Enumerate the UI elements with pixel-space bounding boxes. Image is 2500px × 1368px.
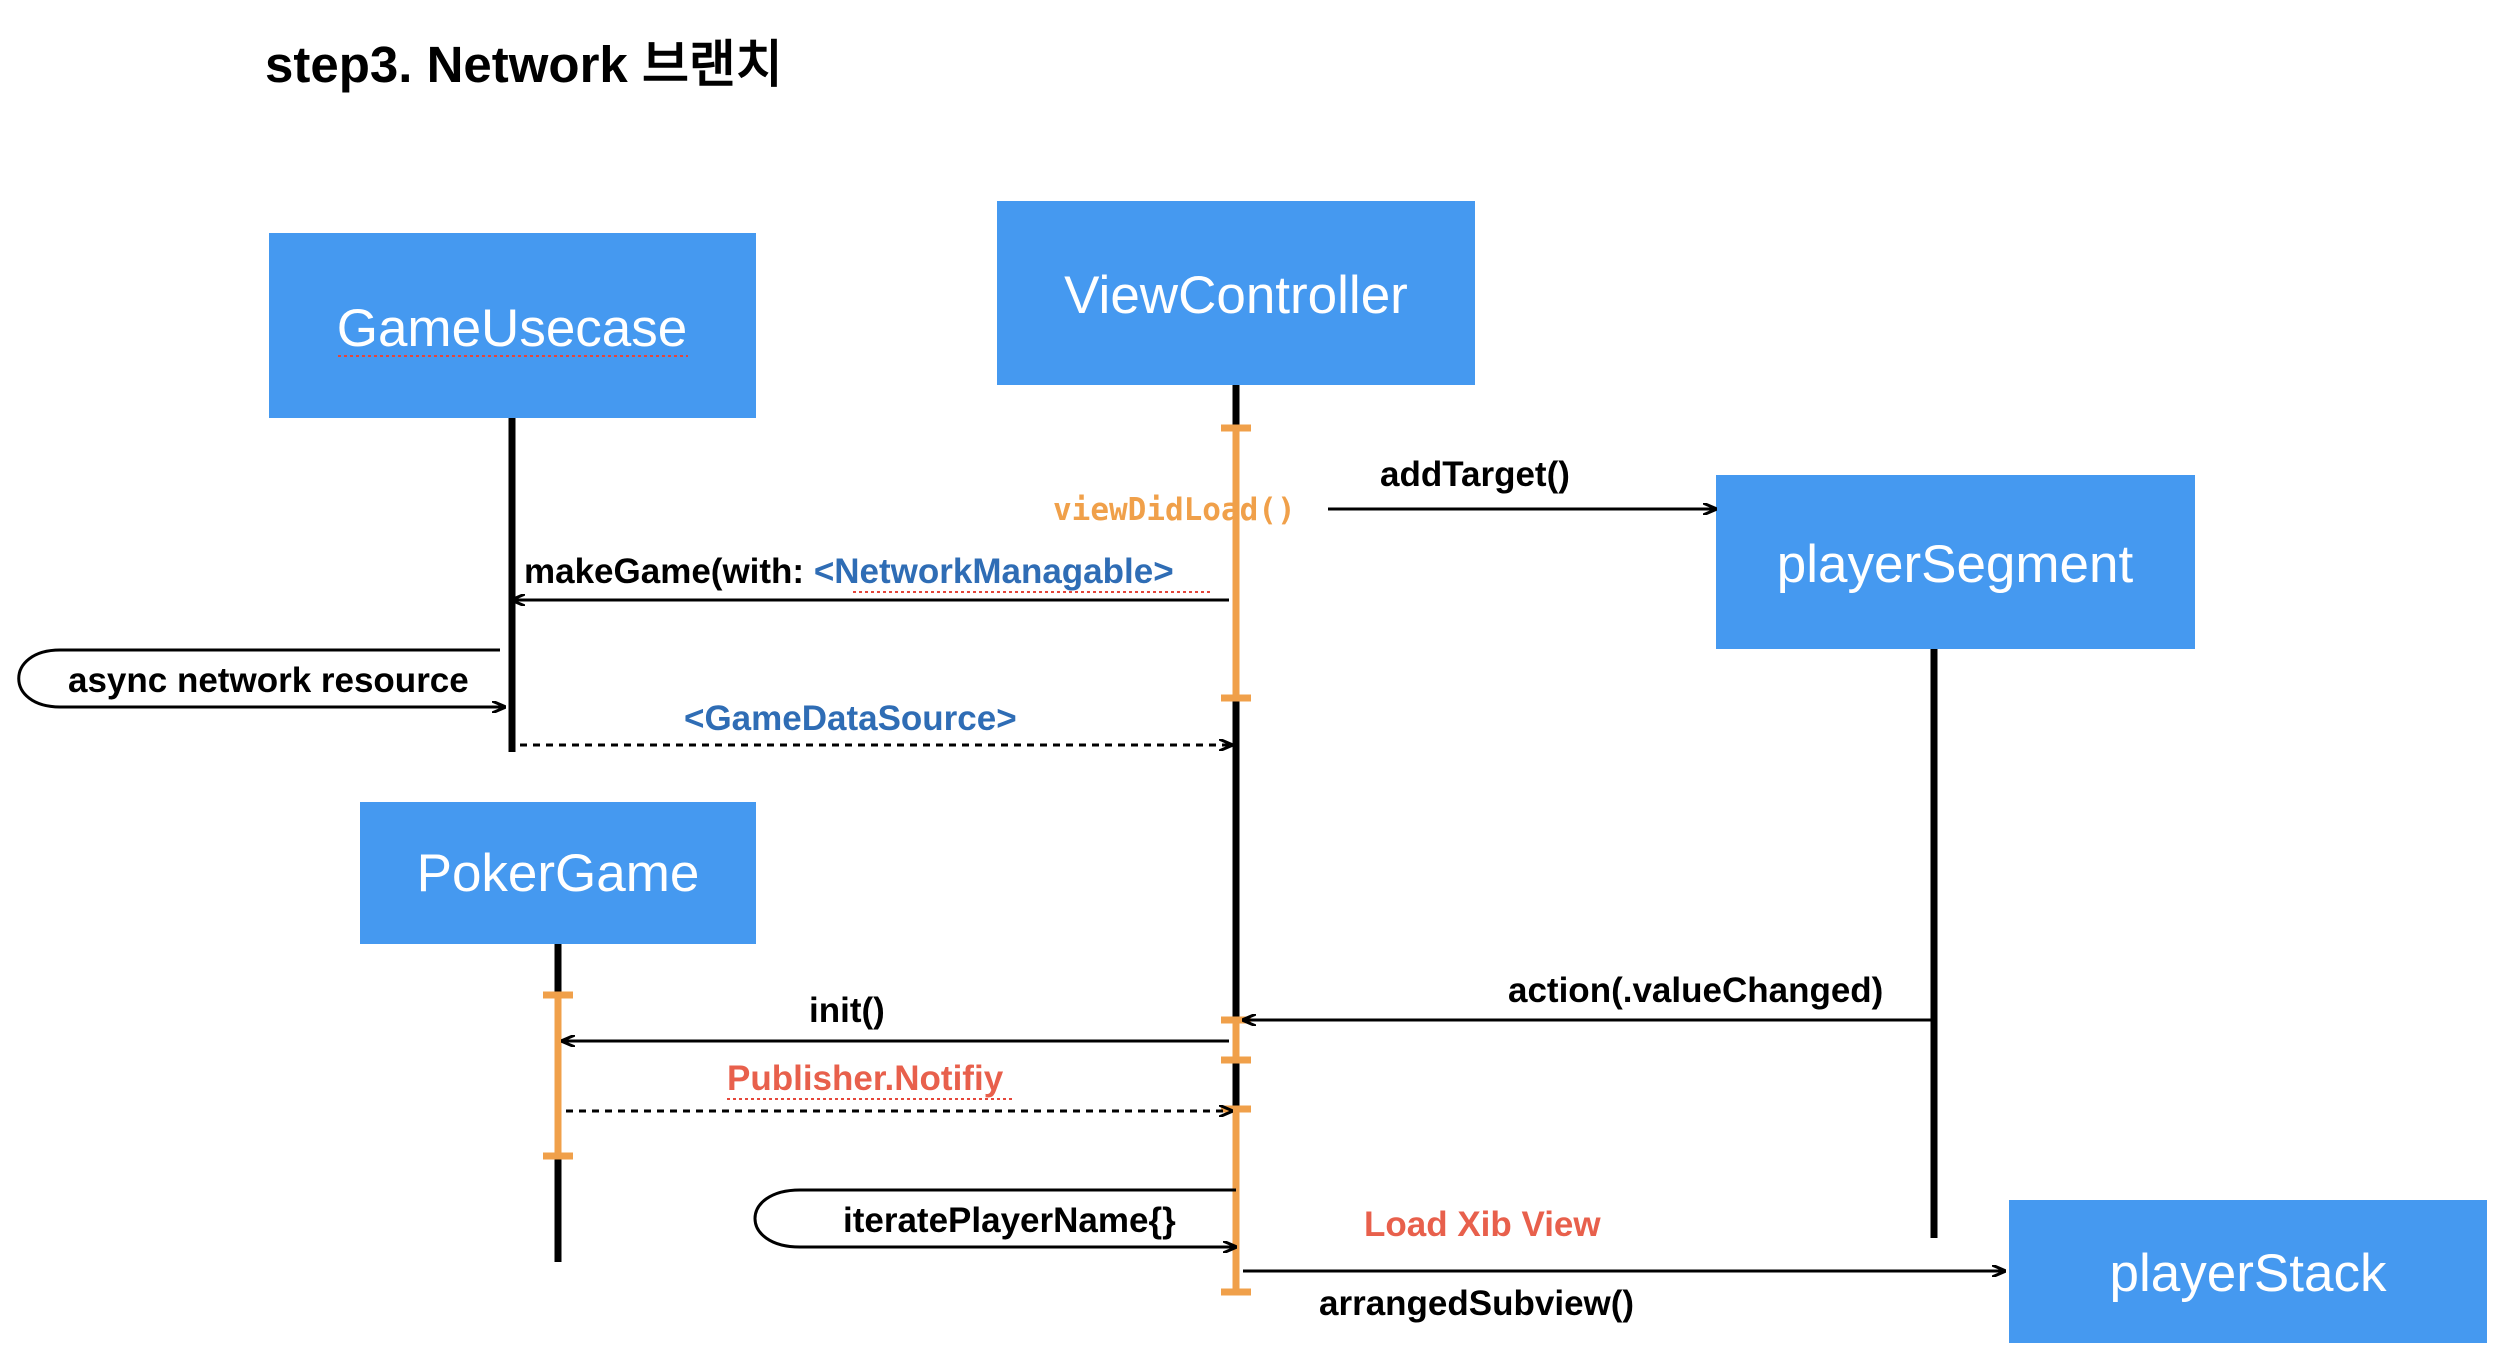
view-did-load-label: viewDidLoad() xyxy=(1053,492,1296,528)
view-controller-box: ViewController xyxy=(997,201,1475,385)
view-controller-activation-3 xyxy=(1221,1105,1251,1296)
iterate-player-name-loop xyxy=(753,1188,1236,1247)
iterate-player-name-label: iteratePlayerName{} xyxy=(843,1201,1176,1240)
async-resource-loop xyxy=(17,648,505,707)
make-game-label: makeGame(with: <NetworkManagable> xyxy=(524,552,1174,591)
arranged-subview-label: arrangedSubview() xyxy=(1319,1284,1634,1323)
view-controller-activation-1 xyxy=(1221,424,1251,702)
poker-game-box: PokerGame xyxy=(360,802,756,944)
async-resource-label: async network resource xyxy=(68,661,469,700)
game-data-source-label: <GameDataSource> xyxy=(684,699,1017,738)
add-target-label: addTarget() xyxy=(1380,455,1570,494)
view-controller-label: ViewController xyxy=(1064,266,1408,325)
player-stack-box: playerStack xyxy=(2009,1200,2487,1343)
init-label: init() xyxy=(809,991,885,1030)
publisher-notify-label: Publisher.Notifiy xyxy=(727,1059,1004,1098)
player-stack-label: playerStack xyxy=(2110,1244,2387,1303)
poker-game-label: PokerGame xyxy=(417,844,700,903)
action-value-changed-label: action(.valueChanged) xyxy=(1508,971,1883,1010)
game-usecase-label: GameUsecase xyxy=(337,299,688,358)
make-game-prefix: makeGame(with: xyxy=(524,552,814,591)
network-managable-type: <NetworkManagable> xyxy=(814,552,1174,591)
game-usecase-box: GameUsecase xyxy=(269,233,756,418)
poker-game-activation xyxy=(543,991,573,1160)
diagram-title: step3. Network 브랜치 xyxy=(265,36,783,93)
player-segment-box: playerSegment xyxy=(1716,475,2195,649)
player-segment-label: playerSegment xyxy=(1777,535,2134,594)
load-xib-view-label: Load Xib View xyxy=(1364,1205,1601,1244)
